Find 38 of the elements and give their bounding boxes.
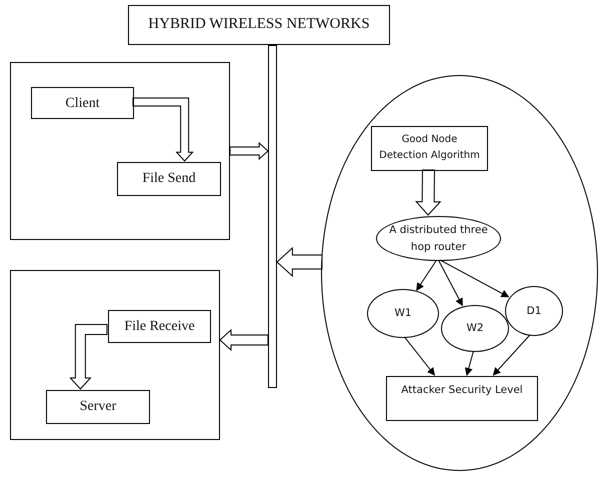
process-box (108, 310, 211, 343)
node-label: Attacker Security Level (400, 383, 524, 398)
block-arrow (69, 324, 108, 390)
arrow (464, 350, 474, 376)
node-label: File Receive (123, 318, 196, 336)
router-ellipse (376, 216, 501, 261)
block-arrow (219, 328, 268, 352)
process-box (386, 376, 538, 421)
arrow (438, 260, 463, 306)
node-ellipse (505, 286, 563, 336)
node-label: W1 (393, 306, 413, 322)
bus-bar (268, 45, 277, 388)
block-arrow (132, 98, 194, 162)
node-ellipse (367, 289, 439, 338)
title-box (128, 5, 390, 45)
process-box (31, 87, 134, 119)
large-ellipse (321, 75, 598, 471)
node-label: D1 (526, 304, 542, 319)
node-label: Client (64, 95, 101, 113)
node-label: W2 (465, 321, 485, 336)
block-arrow (276, 246, 322, 278)
panel-box (10, 270, 220, 440)
process-box (46, 390, 150, 424)
arrow (404, 336, 436, 376)
arrow (416, 260, 438, 291)
arrow (492, 334, 530, 376)
node-label: A distributed three hop router (388, 223, 489, 254)
block-arrow (415, 170, 442, 216)
panel-box (10, 62, 230, 240)
process-box (371, 126, 488, 171)
arrow (439, 259, 510, 298)
node-ellipse (441, 305, 509, 352)
node-label: Server (78, 398, 118, 416)
process-box (117, 162, 221, 196)
node-label: HYBRID WIRELESS NETWORKS (147, 15, 371, 34)
node-label: File Send (141, 170, 197, 188)
node-label: Good Node Detection Algorithm (378, 133, 481, 162)
block-arrow (230, 142, 269, 160)
